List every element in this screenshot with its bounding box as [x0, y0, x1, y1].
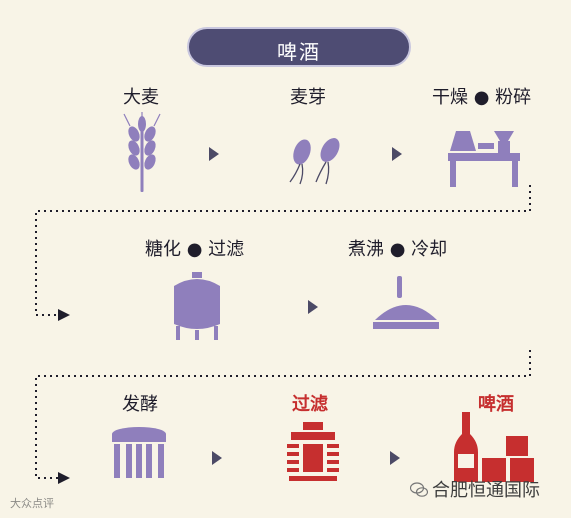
malt-sprout-icon [289, 138, 340, 185]
source-right-text: 合肥恒通国际 [432, 480, 540, 501]
step-boil-cool-label: 煮沸 ● 冷却 [348, 239, 448, 260]
arrow-2 [392, 147, 402, 161]
arrow-1 [209, 147, 219, 161]
title-pill: 啤酒 [187, 27, 411, 67]
connector-row2-row3 [35, 350, 531, 484]
mash-tank-icon [174, 272, 220, 340]
diagram-title: 啤酒 [277, 40, 321, 64]
step-malt-label: 麦芽 [290, 87, 326, 108]
filter-press-icon [287, 422, 339, 481]
boiling-lid-icon [373, 276, 439, 329]
connector-row1-row2 [35, 185, 531, 321]
step-ferment-label: 发酵 [122, 394, 158, 415]
beer-bottle-boxes-icon [454, 412, 534, 482]
arrow-5 [390, 451, 400, 465]
source-watermark-left: 大众点评 [10, 495, 54, 511]
arrow-4 [212, 451, 222, 465]
wechat-icon [410, 482, 428, 497]
step-mash-filter-label: 糖化 ● 过滤 [145, 239, 245, 260]
dryer-mill-icon [448, 131, 520, 187]
barley-icon [123, 112, 161, 192]
step-filter-label: 过滤 [292, 394, 328, 415]
step-barley-label: 大麦 [123, 87, 159, 108]
fermentation-barrel-icon [112, 427, 166, 478]
source-left-text: 大众点评 [10, 497, 54, 510]
step-beer-label: 啤酒 [478, 394, 514, 415]
step-dry-grind-label: 干燥 ● 粉碎 [432, 87, 532, 108]
arrow-3 [308, 300, 318, 314]
source-watermark-right: 合肥恒通国际 [410, 476, 540, 502]
